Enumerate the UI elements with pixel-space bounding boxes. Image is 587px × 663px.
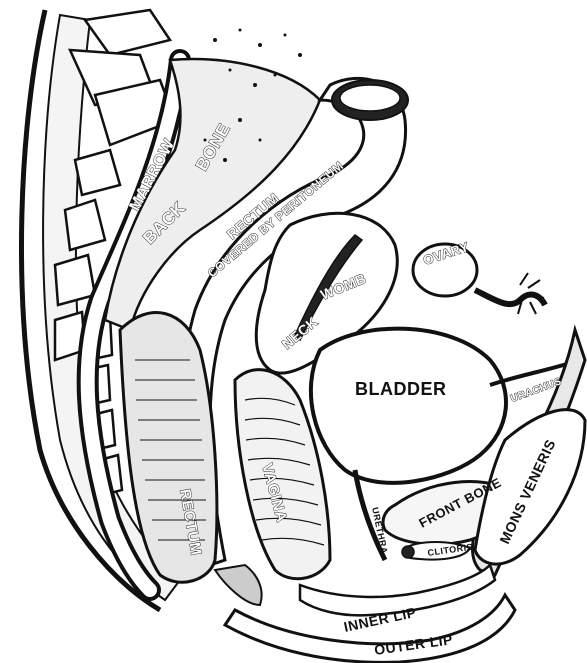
rectum-opening-inner bbox=[340, 85, 400, 111]
bladder bbox=[311, 329, 506, 483]
fallopian-tube bbox=[475, 290, 545, 305]
anal-opening bbox=[215, 565, 262, 605]
clitoris-glans bbox=[402, 546, 414, 558]
label-bladder: BLADDER bbox=[355, 379, 447, 399]
